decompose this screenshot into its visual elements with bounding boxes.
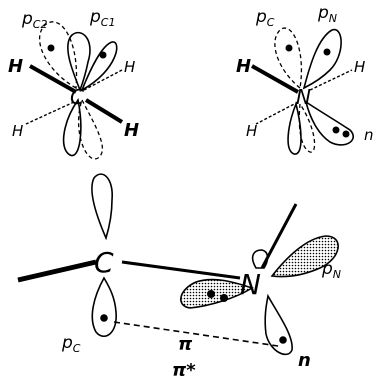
dashed-bond: [83, 69, 123, 91]
pi-star-label: π*: [172, 360, 196, 379]
pc1-upper-lobe-right: [80, 41, 118, 92]
electron-dot: [207, 290, 215, 298]
electron-dot: [285, 44, 293, 52]
h-label: H: [236, 56, 251, 77]
bond-c-n: [121, 260, 241, 280]
electron-dot: [220, 294, 228, 302]
electron-dot: [100, 314, 108, 322]
electron-dot: [99, 51, 107, 59]
dashed-bond: [309, 69, 353, 91]
atom-c-label: C: [70, 85, 84, 109]
h-label: H: [124, 58, 135, 76]
dashed-bond: [25, 101, 75, 125]
bond-c-left: [17, 259, 97, 283]
dashed-bond: [255, 101, 299, 125]
lone-pair-label-n: n: [364, 126, 374, 144]
orbital-label-pc: pC: [255, 7, 275, 29]
pn-upper-lobe: [302, 29, 342, 90]
pc1-lower-lobe: [62, 98, 82, 157]
pi-interaction-line: [113, 321, 279, 347]
pn-shaded-lobe: [270, 235, 339, 278]
pc2-lower-lobe: [78, 98, 103, 160]
panel-top-left: C H H H H pC2 pC1: [8, 7, 139, 160]
pc1-upper-lobe: [67, 31, 91, 93]
electron-dot: [332, 126, 340, 134]
orbital-label-pn: pN: [317, 3, 337, 25]
panel-top-right: N H H H pC pN n: [236, 3, 374, 155]
orbital-label-pc1: pC1: [89, 7, 115, 29]
n-small-upper-lobe: [251, 249, 269, 269]
wedge-bond: [29, 64, 77, 94]
h-label: H: [124, 120, 139, 141]
atom-c-label: C: [94, 246, 114, 279]
pc2-upper-lobe: [39, 21, 78, 90]
h-label: H: [246, 122, 257, 140]
pc-bottom-lower-lobe: [91, 276, 117, 337]
pc-lower-lobe: [298, 102, 316, 153]
wedge-bond: [251, 64, 299, 94]
electron-dot: [323, 48, 331, 56]
electron-dot: [279, 336, 287, 344]
pn-lower-lobe: [304, 100, 354, 146]
pi-label: π: [178, 334, 193, 355]
atom-n-label: N: [240, 268, 261, 301]
electron-dot: [47, 44, 55, 52]
panel-bottom: C N pN pC π π* n: [17, 173, 341, 379]
h-label: H: [8, 56, 23, 77]
atom-n-label: N: [296, 85, 311, 109]
electron-dot: [342, 130, 350, 138]
n-bottom-lobe: [264, 293, 293, 356]
orbital-label-pc: pC: [61, 333, 81, 355]
wedge-bond: [84, 98, 124, 124]
n-label: n: [298, 350, 311, 371]
orbital-label-pc2: pC2: [21, 9, 47, 31]
pc-bottom-upper-lobe: [91, 173, 113, 241]
h-label: H: [12, 122, 23, 140]
h-label: H: [354, 58, 365, 76]
orbital-label-pn: pN: [321, 259, 341, 281]
n-lower-lobe: [287, 101, 302, 155]
